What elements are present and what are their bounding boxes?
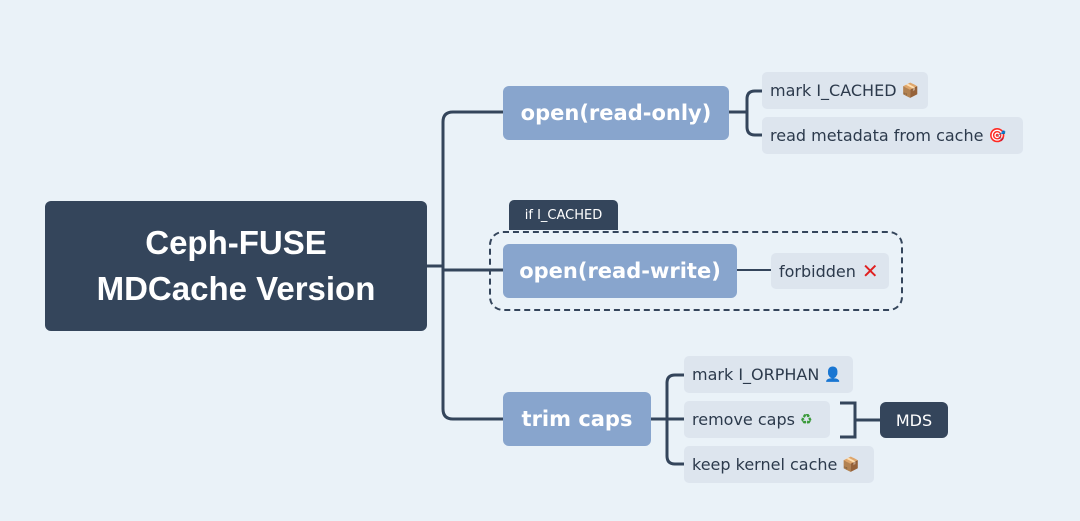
summary-label: MDS bbox=[895, 410, 933, 430]
leaf-remove-caps[interactable]: remove caps ♻ bbox=[684, 401, 830, 438]
root-title-line-2: MDCache Version bbox=[96, 270, 376, 307]
recycle-icon: ♻ bbox=[799, 411, 813, 428]
branch-label: open(read-only) bbox=[520, 101, 712, 125]
leaf-label: remove caps bbox=[692, 410, 795, 429]
root-title-line-1: Ceph-FUSE bbox=[145, 224, 327, 261]
leaf-label: read metadata from cache bbox=[770, 126, 984, 145]
boundary-if-i-cached bbox=[489, 231, 903, 311]
leaf-read-metadata-from-cache[interactable]: read metadata from cache 🎯 bbox=[762, 117, 1023, 154]
leaf-mark-i-cached[interactable]: mark I_CACHED 📦 bbox=[762, 72, 928, 109]
boundary-tag: if I_CACHED bbox=[509, 200, 618, 230]
person-icon: 👤 bbox=[824, 366, 842, 383]
connector-b3-leaves bbox=[651, 373, 684, 466]
package-icon: 📦 bbox=[901, 82, 919, 99]
branch-label: trim caps bbox=[521, 407, 633, 431]
leaf-label: mark I_CACHED bbox=[770, 81, 897, 100]
connector-root-branch-3 bbox=[441, 266, 503, 421]
boundary-tag-label: if I_CACHED bbox=[524, 207, 603, 223]
connector-root-branch-1 bbox=[441, 110, 503, 266]
summary-bracket bbox=[840, 401, 880, 439]
branch-label: open(read-write) bbox=[519, 259, 721, 283]
branch-open-read-write[interactable]: open(read-write) bbox=[503, 244, 737, 298]
branch-open-read-only[interactable]: open(read-only) bbox=[503, 86, 729, 140]
connector-b1-leaves bbox=[729, 89, 762, 137]
root-topic[interactable]: Ceph-FUSE MDCache Version bbox=[45, 201, 427, 331]
leaf-keep-kernel-cache[interactable]: keep kernel cache 📦 bbox=[684, 446, 874, 483]
package-icon: 📦 bbox=[842, 456, 860, 473]
leaf-label: mark I_ORPHAN bbox=[692, 365, 820, 384]
summary-mds[interactable]: MDS bbox=[880, 402, 948, 438]
leaf-label: forbidden bbox=[779, 261, 856, 281]
branch-trim-caps[interactable]: trim caps bbox=[503, 392, 651, 446]
leaf-forbidden[interactable]: forbidden ✕ bbox=[771, 253, 889, 289]
cross-mark-icon: ✕ bbox=[861, 259, 879, 283]
leaf-mark-i-orphan[interactable]: mark I_ORPHAN 👤 bbox=[684, 356, 853, 393]
leaf-label: keep kernel cache bbox=[692, 455, 838, 474]
target-icon: 🎯 bbox=[988, 127, 1006, 144]
